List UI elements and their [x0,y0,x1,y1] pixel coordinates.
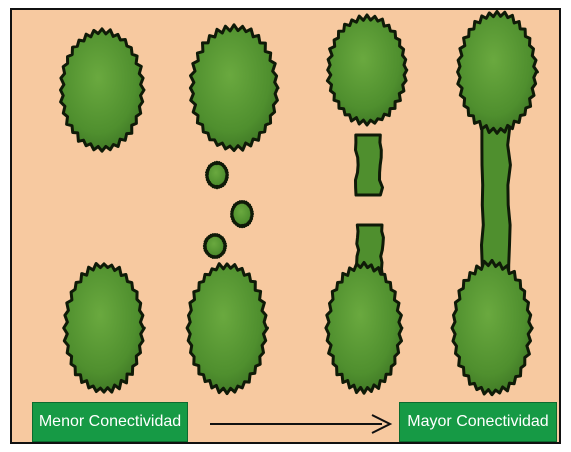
low-connectivity-label: Menor Conectividad [32,402,188,442]
stage2-stepping-stone-3 [204,235,225,258]
diagram-canvas [12,10,561,444]
stage1-top-patch [61,29,145,151]
stage3-top-stub [356,135,383,195]
high-connectivity-text: Mayor Conectividad [407,413,548,431]
stage1-bottom-patch [64,264,145,393]
stage2-bottom-patch [187,264,267,394]
connectivity-diagram: Menor Conectividad Mayor Conectividad [10,8,561,444]
stage4-bottom-patch [452,260,532,394]
stage2-stepping-stone-2 [232,202,253,227]
stage4-top-patch [458,12,538,134]
low-connectivity-text: Menor Conectividad [39,413,181,431]
stage3-top-patch [327,15,406,125]
stage2-stepping-stone-1 [207,162,228,188]
high-connectivity-label: Mayor Conectividad [399,402,557,442]
stage3-bottom-patch [326,263,402,394]
stage2-top-patch [190,25,278,151]
